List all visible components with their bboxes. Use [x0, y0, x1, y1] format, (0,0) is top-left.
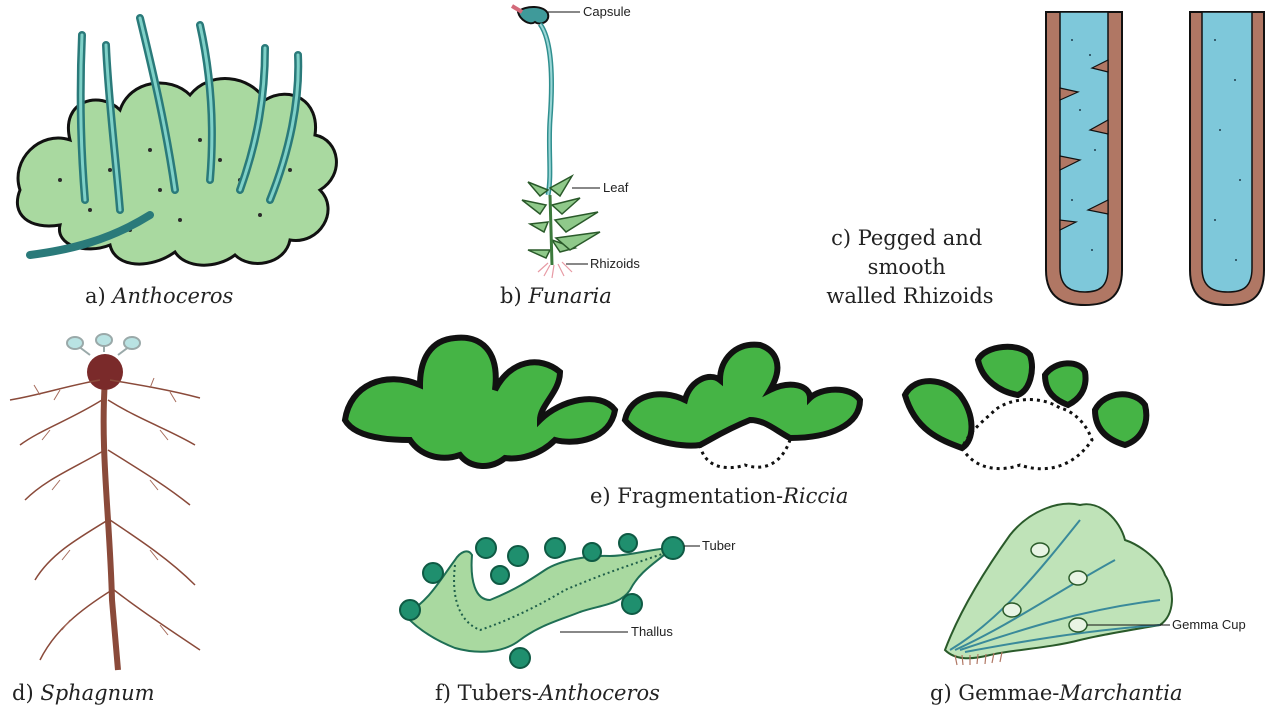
sphagnum-illustration: d) Sphagnum — [10, 334, 200, 705]
label-capsule: Capsule — [583, 4, 631, 19]
label-thallus: Thallus — [631, 624, 673, 639]
marchantia-gemmae-illustration: Gemma Cup g) Gemmae-Marchantia — [930, 504, 1246, 705]
anthoceros-thallus — [17, 79, 336, 266]
anthoceros-tubers-illustration: Tuber Thallus f) Tubers-Anthoceros — [400, 534, 736, 705]
label-rhizoids: Rhizoids — [590, 256, 640, 271]
caption-a: a) Anthoceros — [85, 284, 234, 308]
riccia-fragmentation-illustration: e) Fragmentation-Riccia — [345, 338, 1146, 508]
rhizoids-illustration: c) Pegged and smooth walled Rhizoids — [826, 12, 1264, 308]
funaria-illustration: Capsule Leaf Rhizoids b) Funaria — [500, 4, 640, 308]
caption-b: b) Funaria — [500, 284, 612, 308]
riccia-thallus-dividing — [625, 345, 860, 446]
label-gemma-cup: Gemma Cup — [1172, 617, 1246, 632]
caption-f: f) Tubers-Anthoceros — [435, 681, 660, 705]
caption-d: d) Sphagnum — [12, 681, 155, 705]
sphagnum-stem — [104, 380, 118, 670]
label-leaf: Leaf — [603, 180, 629, 195]
caption-c: c) Pegged and smooth walled Rhizoids — [826, 226, 993, 308]
caption-e: e) Fragmentation-Riccia — [590, 484, 848, 508]
sphagnum-capitulum — [87, 354, 123, 390]
funaria-capsule — [518, 7, 548, 24]
marchantia-thallus — [945, 504, 1172, 659]
anthoceros-illustration: a) Anthoceros — [17, 18, 336, 308]
caption-g: g) Gemmae-Marchantia — [930, 681, 1182, 705]
riccia-thallus-whole — [345, 338, 615, 466]
riccia-fragments — [905, 347, 1146, 448]
label-tuber: Tuber — [702, 538, 736, 553]
